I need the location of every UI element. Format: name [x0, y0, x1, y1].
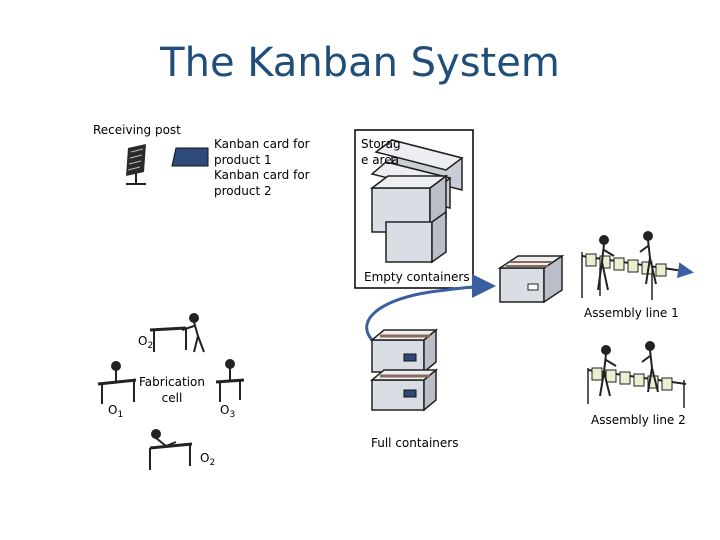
workstation-icon	[97, 361, 137, 404]
worker-icon	[597, 231, 657, 291]
conveyor-icon	[581, 252, 694, 300]
receiving-post-label: Receiving post	[93, 123, 181, 137]
flow-arrow	[365, 274, 496, 341]
workstation-icon	[149, 429, 193, 470]
workstation-icon	[215, 359, 245, 402]
full-containers-label: Full containers	[371, 436, 459, 450]
operator-o1-label: O1	[108, 403, 124, 420]
operator-o3-label: O3	[220, 403, 236, 420]
kanban-card-icon	[171, 147, 209, 167]
kanban-post-icon	[126, 144, 146, 185]
operator-o2-bottom-label: O2	[200, 451, 216, 468]
storage-area-box	[354, 129, 474, 289]
storage-container-icon	[369, 139, 464, 264]
storage-container-icon	[369, 328, 439, 412]
empty-containers-label: Empty containers	[364, 270, 470, 284]
workstation-icon	[149, 313, 205, 353]
operator-o2-top-label: O2	[138, 334, 154, 351]
storage-area-label: Storag e area	[361, 137, 401, 167]
kanban-card-2-label: Kanban card for product 2	[214, 168, 310, 198]
storage-container-icon	[497, 254, 565, 304]
assembly-line-1-label: Assembly line 1	[584, 306, 679, 320]
fabrication-cell-label: Fabrication cell	[139, 375, 205, 405]
worker-icon	[599, 341, 659, 397]
kanban-card-1-label: Kanban card for product 1	[214, 137, 310, 167]
page-title: The Kanban System	[160, 40, 560, 86]
assembly-line-2-label: Assembly line 2	[591, 413, 686, 427]
